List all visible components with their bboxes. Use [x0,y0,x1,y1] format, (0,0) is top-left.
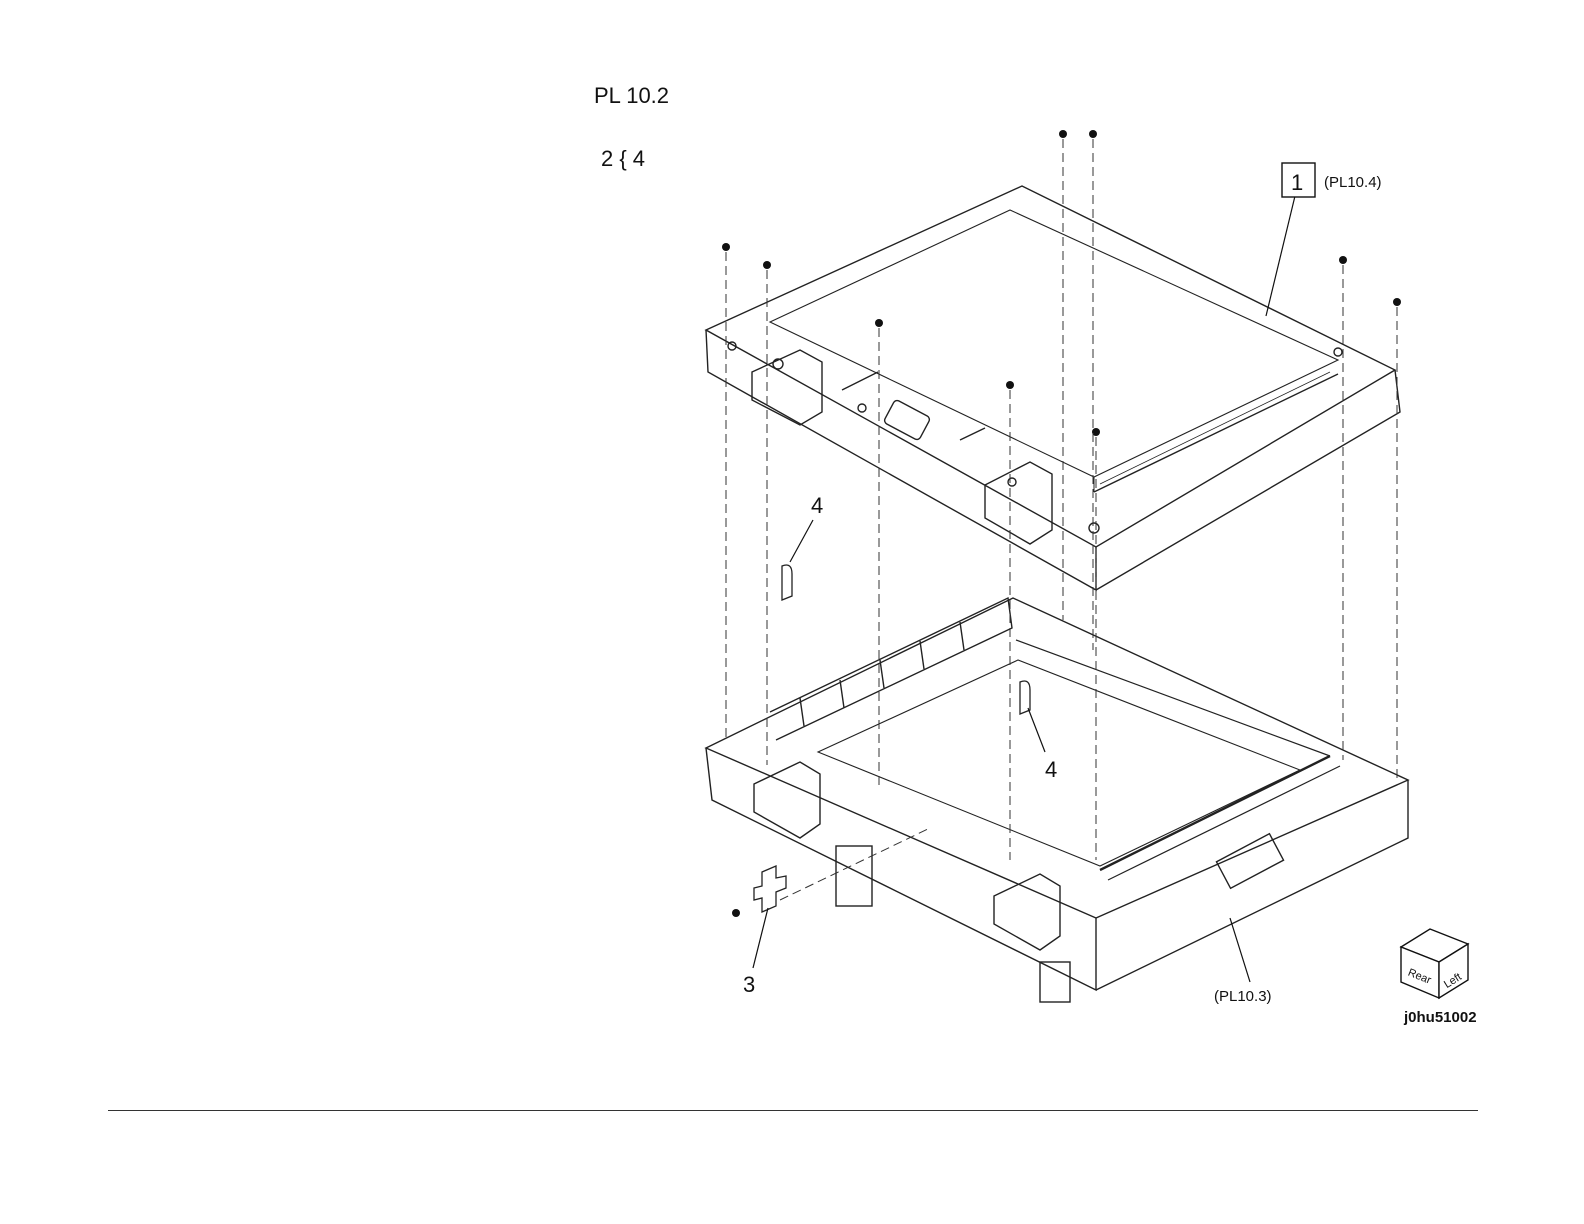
screw-icon [1339,256,1347,264]
callout-lower-ref: (PL10.3) [1214,988,1272,1005]
upper-frame-outline [706,186,1395,547]
callout-item-4-lower: 4 [1045,757,1057,782]
orientation-cube-icon [1401,929,1468,998]
screw-icon [1006,381,1014,389]
screw-icon [763,261,771,269]
callout-item-3: 3 [743,972,755,997]
screw-icon [1089,130,1097,138]
callout-item-1-ref: (PL10.4) [1324,174,1382,191]
screw-icon [1059,130,1067,138]
clip-item-4-upper [782,565,792,600]
upper-frame-assembly [706,186,1400,590]
screw-icon [1393,298,1401,306]
footer-divider [108,1110,1478,1111]
figure-id: j0hu51002 [1403,1009,1477,1026]
screw-icon [732,909,740,917]
screw-icon [875,319,883,327]
callout-item-1: 1 [1291,170,1303,195]
lower-base-assembly [706,598,1408,1002]
callout-item-4-upper: 4 [811,493,823,518]
bracket-item-3 [754,866,786,912]
screw-icon [722,243,730,251]
